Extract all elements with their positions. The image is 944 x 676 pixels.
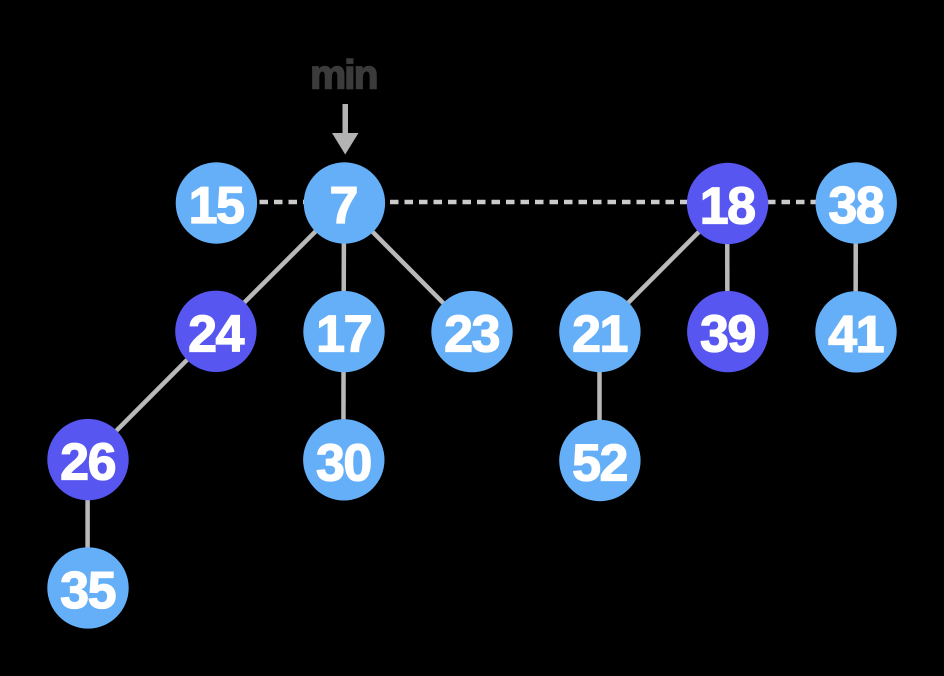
svg-text:min: min	[310, 52, 377, 98]
svg-text:38: 38	[828, 177, 883, 235]
svg-text:39: 39	[700, 306, 755, 364]
svg-text:30: 30	[316, 435, 371, 493]
svg-text:23: 23	[444, 306, 499, 364]
svg-text:18: 18	[700, 178, 755, 236]
svg-text:7: 7	[330, 177, 359, 235]
svg-text:52: 52	[572, 435, 627, 493]
svg-text:35: 35	[60, 562, 115, 620]
svg-text:15: 15	[189, 177, 244, 235]
svg-text:41: 41	[828, 306, 883, 364]
svg-text:17: 17	[316, 306, 371, 364]
svg-text:26: 26	[60, 434, 115, 492]
svg-text:24: 24	[188, 305, 244, 363]
svg-text:21: 21	[572, 306, 627, 364]
